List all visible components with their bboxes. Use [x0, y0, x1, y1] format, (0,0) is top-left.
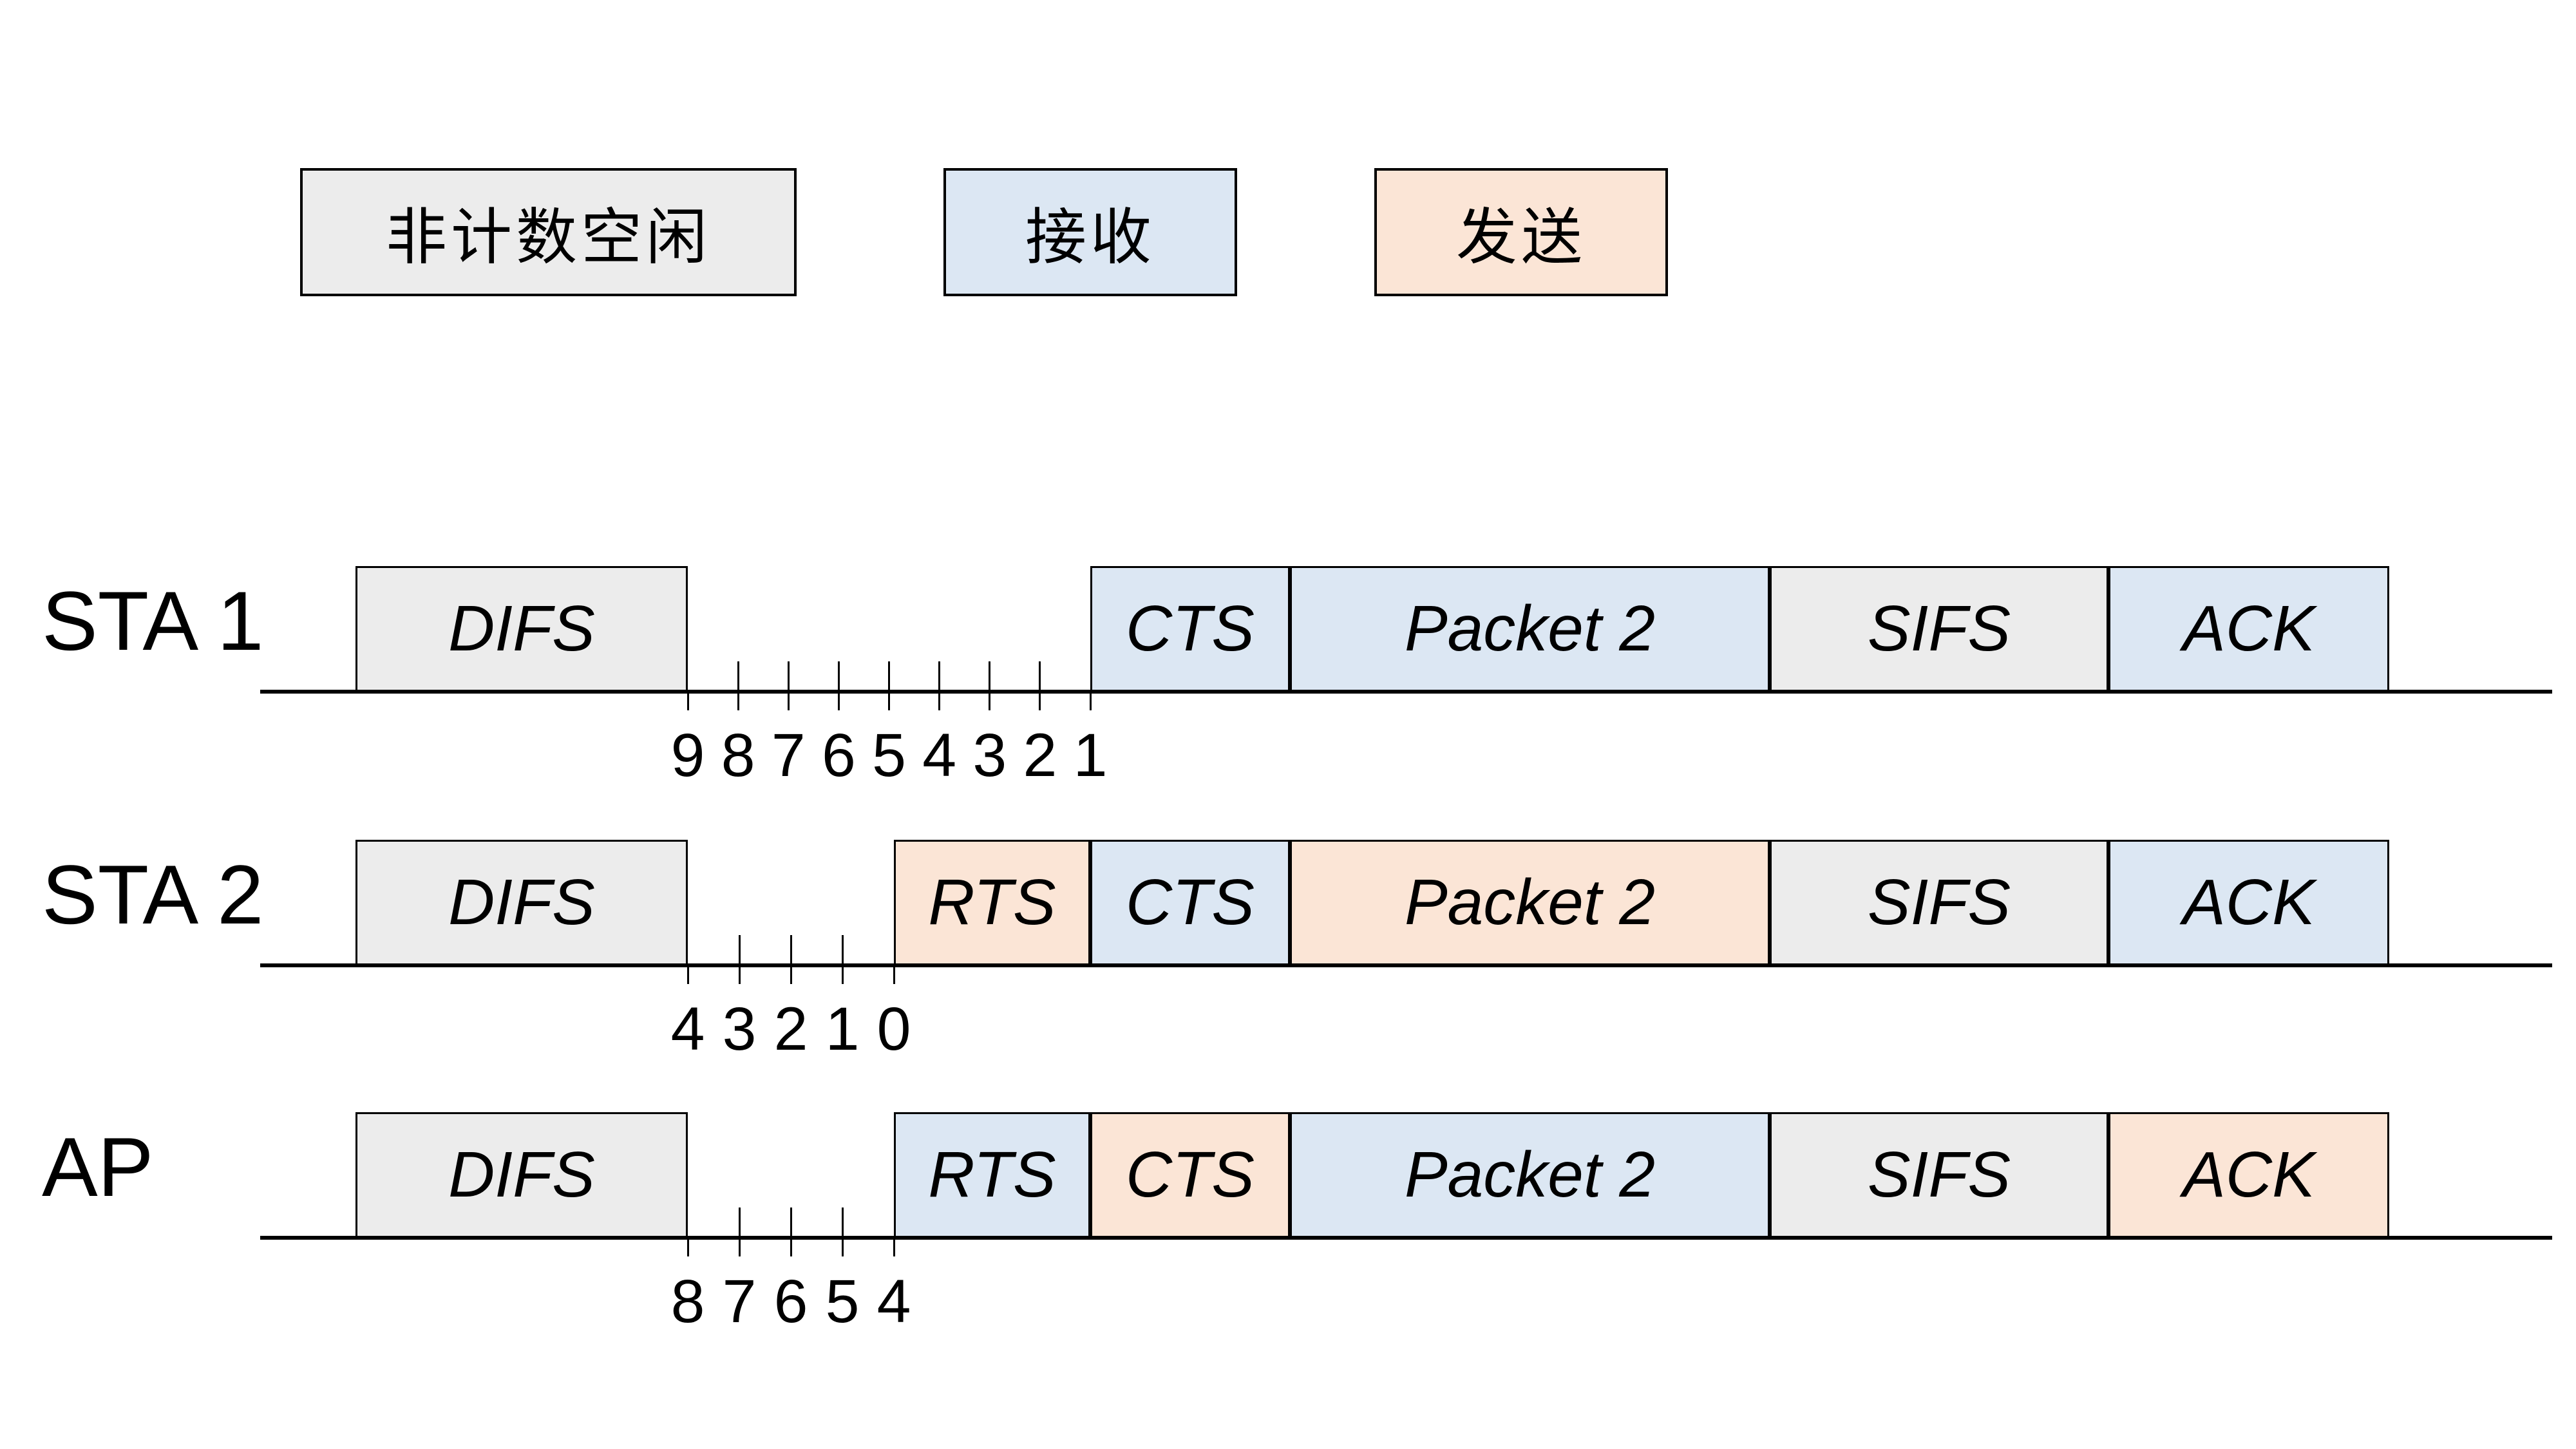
segment-label: Packet 2: [1404, 592, 1656, 665]
segment-label: ACK: [2183, 866, 2315, 938]
backoff-count: 4: [876, 1267, 911, 1336]
segment-ack-ap: ACK: [2108, 1112, 2389, 1238]
segment-label: DIFS: [448, 1139, 595, 1211]
backoff-tick: [737, 661, 739, 710]
segment-packet-2-sta-1: Packet 2: [1290, 566, 1770, 692]
segment-label: RTS: [928, 866, 1056, 938]
segment-label: DIFS: [448, 592, 595, 665]
segment-sifs-ap: SIFS: [1770, 1112, 2108, 1238]
segment-label: ACK: [2183, 1139, 2315, 1211]
row-label-sta-1: STA 1: [42, 574, 264, 668]
backoff-tick: [738, 935, 741, 984]
legend-box-receive: 接收: [943, 168, 1237, 296]
backoff-tick: [938, 661, 941, 710]
segment-label: SIFS: [1867, 592, 2011, 665]
segment-difs-sta-1: DIFS: [355, 566, 688, 692]
segment-cts-sta-1: CTS: [1090, 566, 1290, 692]
segment-label: Packet 2: [1404, 1139, 1656, 1211]
segment-difs-ap: DIFS: [355, 1112, 688, 1238]
backoff-count: 5: [872, 721, 906, 790]
backoff-count: 7: [722, 1267, 757, 1336]
segment-label: CTS: [1126, 1139, 1255, 1211]
segment-ack-sta-2: ACK: [2108, 840, 2389, 965]
backoff-tick: [841, 935, 844, 984]
backoff-count: 4: [670, 995, 705, 1063]
backoff-tick: [787, 661, 790, 710]
row-label-sta-2: STA 2: [42, 848, 264, 942]
segment-label: DIFS: [448, 866, 595, 938]
backoff-count: 3: [722, 995, 757, 1063]
segment-packet-2-ap: Packet 2: [1290, 1112, 1770, 1238]
backoff-tick: [893, 965, 895, 984]
segment-label: SIFS: [1867, 866, 2011, 938]
segment-rts-sta-2: RTS: [894, 840, 1090, 965]
backoff-count: 1: [825, 995, 860, 1063]
backoff-tick: [738, 1208, 741, 1256]
legend-box-idle: 非计数空闲: [300, 168, 797, 296]
backoff-tick: [841, 1208, 844, 1256]
legend-box-send: 发送: [1374, 168, 1668, 296]
backoff-count: 8: [721, 721, 755, 790]
backoff-count: 5: [825, 1267, 860, 1336]
legend-label-receive: 接收: [1025, 204, 1155, 272]
segment-label: RTS: [928, 1139, 1056, 1211]
backoff-count: 9: [670, 721, 705, 790]
backoff-tick: [893, 1238, 895, 1256]
backoff-count: 2: [1023, 721, 1057, 790]
timeline-sta-2: [260, 963, 2552, 967]
segment-label: Packet 2: [1404, 866, 1656, 938]
backoff-tick: [687, 965, 689, 984]
segment-rts-ap: RTS: [894, 1112, 1090, 1238]
backoff-tick: [790, 1208, 792, 1256]
legend-label-send: 发送: [1455, 204, 1586, 272]
segment-label: CTS: [1126, 866, 1255, 938]
backoff-tick: [687, 1238, 689, 1256]
segment-label: SIFS: [1867, 1139, 2011, 1211]
backoff-tick: [1089, 692, 1092, 710]
backoff-tick: [989, 661, 991, 710]
row-label-ap: AP: [42, 1120, 154, 1214]
segment-cts-sta-2: CTS: [1090, 840, 1290, 965]
legend-label-idle: 非计数空闲: [385, 204, 711, 272]
timeline-ap: [260, 1236, 2552, 1240]
timeline-sta-1: [260, 690, 2552, 694]
segment-ack-sta-1: ACK: [2108, 566, 2389, 692]
backoff-count: 7: [771, 721, 806, 790]
backoff-tick: [837, 661, 840, 710]
backoff-tick: [790, 935, 792, 984]
segment-label: CTS: [1126, 592, 1255, 665]
segment-sifs-sta-2: SIFS: [1770, 840, 2108, 965]
backoff-count: 6: [773, 1267, 808, 1336]
segment-label: ACK: [2183, 592, 2315, 665]
segment-sifs-sta-1: SIFS: [1770, 566, 2108, 692]
backoff-count: 2: [773, 995, 808, 1063]
backoff-tick: [1039, 661, 1041, 710]
backoff-count: 8: [670, 1267, 705, 1336]
backoff-count: 3: [972, 721, 1007, 790]
segment-packet-2-sta-2: Packet 2: [1290, 840, 1770, 965]
backoff-count: 1: [1073, 721, 1108, 790]
backoff-tick: [888, 661, 890, 710]
backoff-count: 6: [821, 721, 856, 790]
backoff-count: 4: [922, 721, 957, 790]
backoff-tick: [687, 692, 689, 710]
segment-difs-sta-2: DIFS: [355, 840, 688, 965]
backoff-count: 0: [876, 995, 911, 1063]
segment-cts-ap: CTS: [1090, 1112, 1290, 1238]
